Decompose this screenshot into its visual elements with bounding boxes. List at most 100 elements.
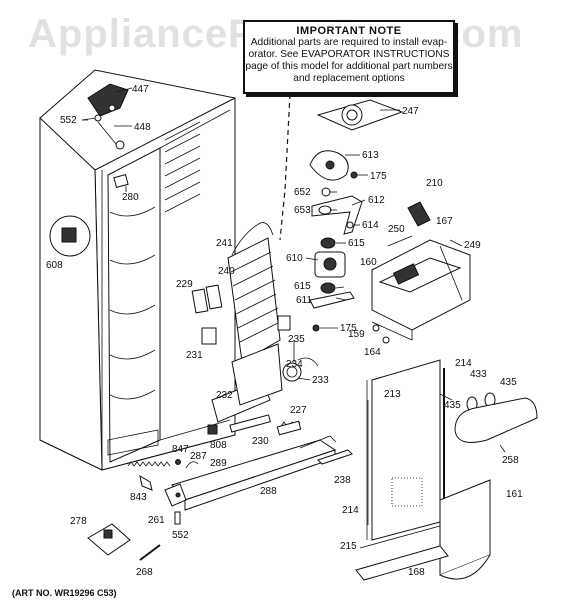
label-653: 653	[294, 205, 311, 216]
label-175: 175	[340, 323, 357, 334]
part-261-bracket	[164, 483, 187, 507]
label-613: 613	[362, 150, 379, 161]
label-261: 261	[148, 515, 165, 526]
part-231-block	[201, 315, 291, 345]
label-612: 612	[368, 195, 385, 206]
part-608-switch-inset	[49, 215, 91, 257]
part-652-washer	[321, 187, 331, 197]
label-160: 160	[360, 257, 377, 268]
label-231: 231	[186, 350, 203, 361]
note-line: orator. See EVAPORATOR INSTRUCTIONS	[248, 49, 450, 60]
part-258-light-housing	[454, 397, 538, 443]
part-615-grommet-b	[320, 282, 336, 294]
part-552-screw	[81, 114, 125, 150]
part-612-bracket	[311, 195, 363, 235]
label-288: 288	[260, 486, 277, 497]
label-289: 289	[210, 458, 227, 469]
label-214: 214	[342, 505, 359, 516]
label-448: 448	[134, 122, 151, 133]
important-note-box: IMPORTANT NOTE Additional parts are requ…	[243, 20, 455, 94]
part-238-bracket	[317, 449, 353, 465]
part-234-heater	[282, 357, 319, 382]
note-line: and replacement options	[293, 73, 405, 84]
part-433-sockets	[466, 392, 496, 412]
part-161-panel	[439, 479, 491, 580]
label-615: 615	[294, 281, 311, 292]
label-233: 233	[312, 375, 329, 386]
label-214: 214	[455, 358, 472, 369]
label-161: 161	[506, 489, 523, 500]
part-280-light-cover	[113, 174, 129, 188]
note-line: page of this model for additional part n…	[245, 61, 453, 72]
part-808-clip	[207, 424, 218, 435]
part-288-rail	[171, 435, 337, 511]
label-215: 215	[340, 541, 357, 552]
label-615: 615	[348, 238, 365, 249]
part-287-screw	[175, 459, 181, 465]
part-labels: 447 552 448 280 608 247 613 175 652 612 …	[46, 84, 523, 578]
label-552: 552	[172, 530, 189, 541]
label-287: 287	[190, 451, 207, 462]
part-653-grommet	[318, 205, 332, 215]
label-232: 232	[216, 390, 233, 401]
label-164: 164	[364, 347, 381, 358]
part-843-link	[139, 474, 153, 491]
part-159-clip	[372, 324, 380, 332]
label-610: 610	[286, 253, 303, 264]
label-250: 250	[388, 224, 405, 235]
part-241-evaporator	[227, 222, 281, 363]
label-280: 280	[122, 192, 139, 203]
part-229-insulation	[191, 284, 223, 314]
label-552: 552	[60, 115, 77, 126]
label-213: 213	[384, 389, 401, 400]
label-447: 447	[132, 84, 149, 95]
label-167: 167	[436, 216, 453, 227]
part-268-pin	[139, 544, 161, 561]
label-230: 230	[252, 436, 269, 447]
part-615-grommet-a	[320, 237, 336, 249]
label-249: 249	[464, 240, 481, 251]
part-613-fan-blade	[309, 150, 349, 181]
leader-lines	[82, 87, 506, 453]
part-249-strip	[439, 245, 463, 301]
note-line: Additional parts are required to install…	[250, 37, 448, 48]
label-241: 241	[216, 238, 233, 249]
part-614-screw	[346, 221, 354, 229]
label-247: 247	[402, 106, 419, 117]
part-175-screw-b	[312, 324, 320, 332]
part-278-hinge	[87, 523, 131, 556]
label-611: 611	[296, 295, 312, 306]
label-435: 435	[444, 400, 461, 411]
part-447-hinge	[87, 83, 129, 117]
part-213-panel	[366, 359, 441, 541]
label-614: 614	[362, 220, 379, 231]
label-175: 175	[370, 171, 387, 182]
label-268: 268	[136, 567, 153, 578]
part-250-bar	[387, 235, 413, 247]
part-160-fan-housing	[371, 239, 471, 341]
label-435: 435	[500, 377, 517, 388]
label-238: 238	[334, 475, 351, 486]
part-247-cover-plate	[316, 99, 404, 131]
cabinet	[39, 69, 236, 471]
label-258: 258	[502, 455, 519, 466]
part-168-cover	[355, 525, 449, 581]
part-289-wire	[185, 461, 199, 469]
part-611-bracket	[309, 291, 355, 309]
art-number: (ART NO. WR19296 C53)	[12, 588, 117, 598]
label-433: 433	[470, 369, 487, 380]
label-843: 843	[130, 492, 147, 503]
label-229: 229	[176, 279, 193, 290]
part-164-clip	[382, 336, 390, 344]
label-168: 168	[408, 567, 425, 578]
part-847-spring	[127, 461, 171, 467]
label-234: 234	[286, 359, 303, 370]
label-608: 608	[46, 260, 63, 271]
label-210: 210	[426, 178, 443, 189]
label-278: 278	[70, 516, 87, 527]
part-232-drain-trough	[211, 343, 283, 423]
label-847: 847	[172, 444, 189, 455]
label-159: 159	[348, 329, 365, 340]
part-230-strip	[229, 414, 271, 433]
label-235: 235	[288, 334, 305, 345]
